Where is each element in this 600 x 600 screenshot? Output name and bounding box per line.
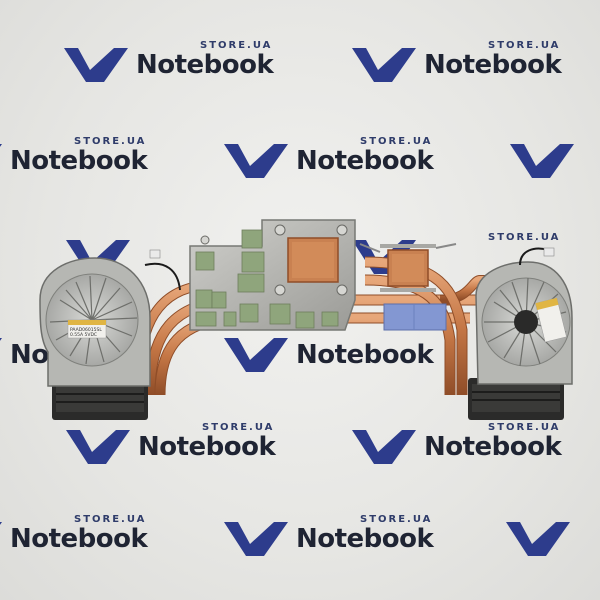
brand-text: Notebook [136,50,274,80]
watermark [506,514,600,558]
watermark [510,136,600,180]
watermark [66,232,286,276]
store-text: STORE.UA [200,40,273,51]
fan-label-line1: PAAD06015SL [70,327,102,333]
notebook-logo-icon [506,522,570,556]
notebook-logo-icon [224,338,288,372]
brand-text: Notebook [424,50,562,80]
store-text: STORE.UA [488,40,561,51]
store-text: STORE.UA [74,514,147,525]
store-text: STORE.UA [488,232,561,243]
notebook-logo-icon [66,240,130,274]
watermark: STORE.UA [352,232,572,276]
right-fan [468,247,573,420]
store-text: STORE.UA [360,136,433,147]
store-text: STORE.UA [360,514,433,525]
brand-text: Notebook [424,432,562,462]
notebook-logo-icon [352,240,416,274]
watermark: STORE.UA Notebook [224,136,444,180]
notebook-logo-icon [0,522,2,525]
notebook-logo-icon [510,144,574,178]
store-text: STORE.UA [74,136,147,147]
brand-text: Notebook [10,146,148,176]
thermal-pad-blue [383,303,447,331]
notebook-logo-icon [0,144,2,147]
store-text: STORE.UA [202,422,275,433]
fan-label-line2: 0.55A 5VDC [70,332,97,338]
watermark: STORE.UA Notebook [66,422,286,466]
brand-text: Notebook [10,524,148,554]
left-fan: PAAD06015SL 0.55A 5VDC [39,249,181,420]
watermark: STORE.UA Notebook [352,40,572,84]
notebook-logo-icon [0,338,2,341]
brand-text: Notebook [138,432,276,462]
watermark: Notebook [224,330,444,374]
watermark: STORE.UA Notebook [0,514,158,558]
brand-text: Notebook [296,340,434,370]
brand-text: Notebook [296,524,434,554]
notebook-logo-icon [352,48,416,82]
watermark: STORE.UA Notebook [224,514,444,558]
store-text: STORE.UA [488,422,561,433]
notebook-logo-icon [64,48,128,82]
notebook-logo-icon [224,522,288,556]
notebook-logo-icon [66,430,130,464]
notebook-logo-icon [352,430,416,464]
watermark: STORE.UA Notebook [352,422,572,466]
watermark: STORE.UA Notebook [64,40,284,84]
thermal-pads-green [195,229,339,329]
watermark: STORE.UA Notebook [0,136,158,180]
brand-text: Notebook [296,146,434,176]
notebook-logo-icon [224,144,288,178]
